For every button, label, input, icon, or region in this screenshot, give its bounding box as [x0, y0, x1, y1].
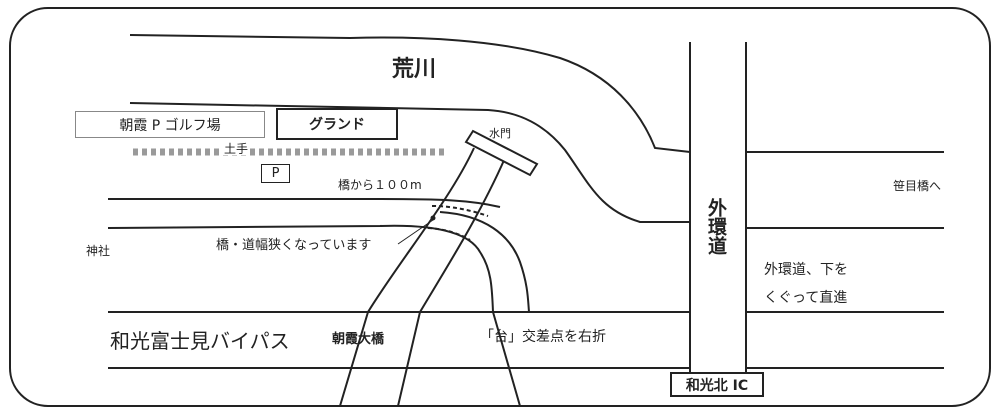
water-gate-label: 水門: [489, 127, 511, 140]
golf-course-label: 朝霞 P ゴルフ場: [119, 117, 221, 134]
narrow-bridge-dash-lower: [427, 227, 471, 241]
shrine-label: 神社: [86, 244, 111, 258]
local-road-lower: [107, 224, 494, 313]
river-lower-bank: [129, 102, 690, 223]
river-label: 荒川: [392, 57, 437, 82]
asaka-bridge-label: 朝霞大橋: [332, 332, 385, 347]
sasame-bridge-label: 笹目橋へ: [893, 179, 942, 193]
map-frame: [9, 7, 991, 407]
parking-box: P: [261, 164, 290, 183]
bypass-label: 和光富士見バイパス: [110, 329, 290, 353]
under-gaikan-line1: 外環道、下を: [764, 262, 848, 278]
local-road-upper: [108, 198, 501, 208]
wako-ic-box: 和光北 IC: [670, 372, 764, 397]
diagonal-road-east: [397, 157, 506, 407]
intersection-label: 「台」交差点を右折: [480, 329, 606, 345]
narrow-road-label: 橋・道幅狭くなっています: [216, 238, 372, 253]
narrow-bridge-dash-upper: [431, 205, 489, 217]
ground-box: グランド: [276, 108, 398, 140]
golf-course-box: 朝霞 P ゴルフ場: [75, 111, 265, 138]
under-gaikan-line2: くぐって直進: [764, 290, 848, 306]
river-upper-bank: [129, 34, 691, 153]
bridge-distance-label: 橋から１００m: [338, 178, 422, 192]
diagonal-road-west: [339, 147, 475, 407]
embankment-label: 土手: [222, 142, 251, 156]
gaikando-label: 外環道: [705, 198, 727, 255]
bypass-ramp: [492, 311, 521, 407]
wako-ic-label: 和光北 IC: [685, 377, 749, 394]
parking-label: P: [271, 166, 280, 181]
water-gate: [464, 129, 539, 177]
ground-label: グランド: [309, 117, 365, 133]
bypass-ramp-2: [529, 312, 560, 406]
bridge-curve-outer: [439, 211, 530, 313]
